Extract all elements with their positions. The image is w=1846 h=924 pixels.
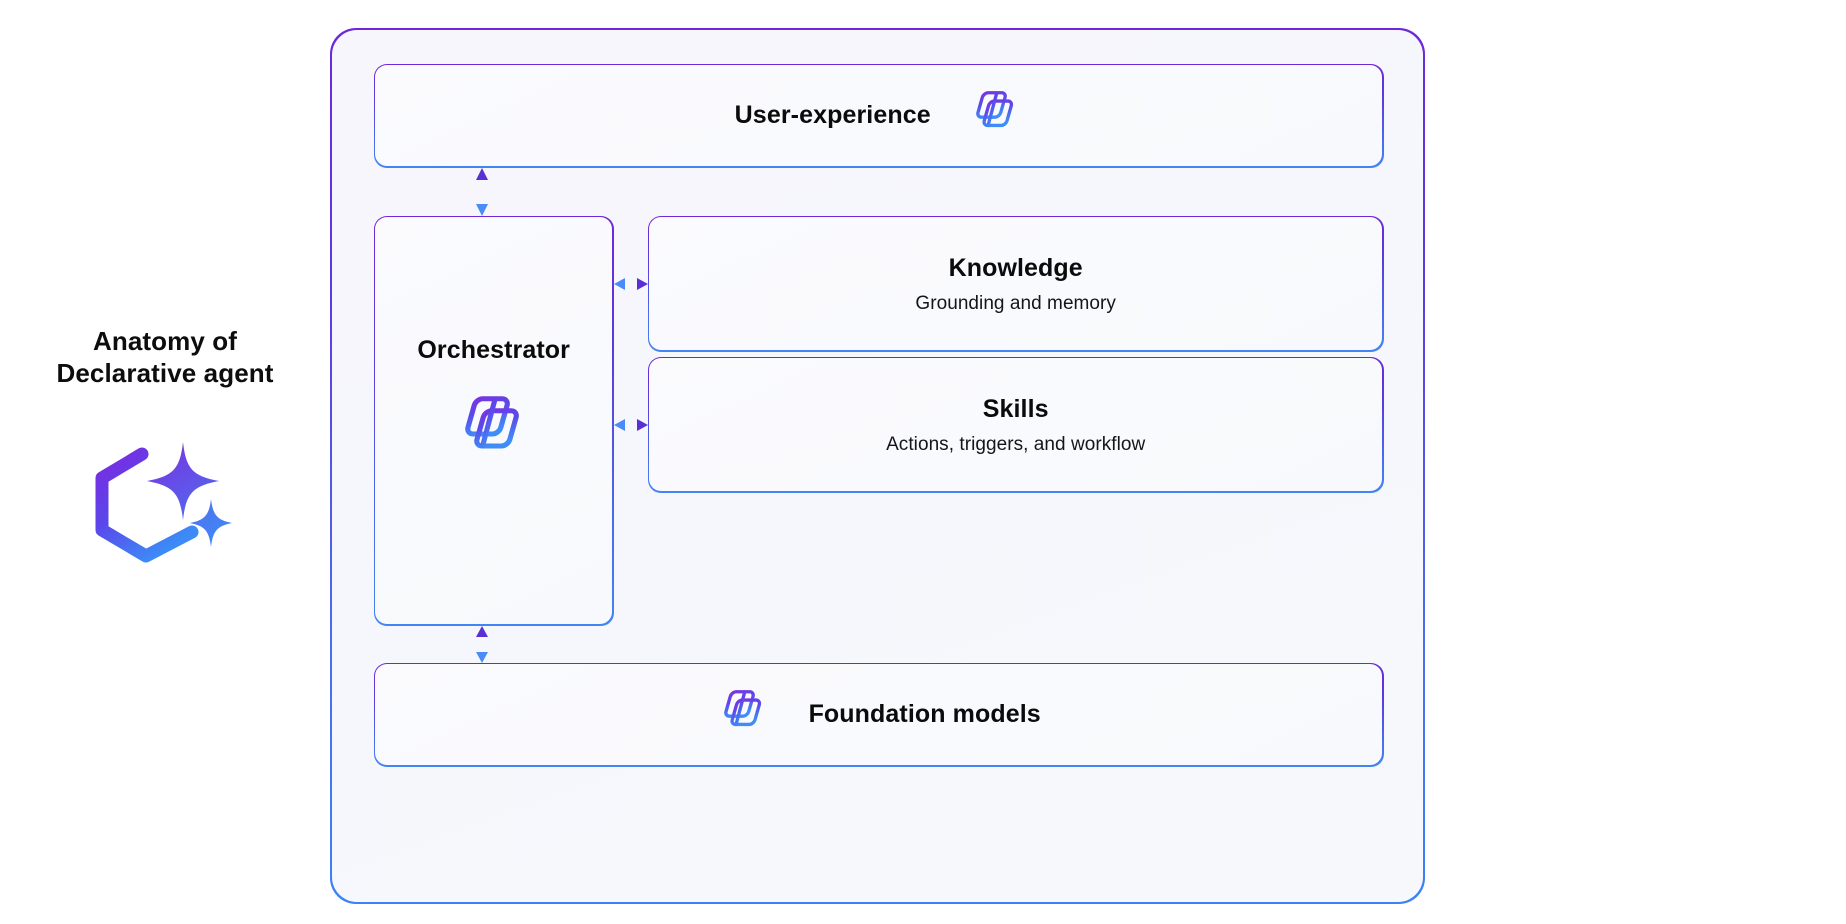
caption-panel: Anatomy of Declarative agent [0, 0, 330, 924]
card-orchestrator[interactable]: Orchestrator [373, 215, 614, 626]
card-knowledge[interactable]: Knowledge Grounding and memory [647, 215, 1384, 352]
card-knowledge-subtitle: Grounding and memory [915, 292, 1116, 314]
copilot-icon [717, 685, 771, 744]
card-user-experience-title: User-experience [734, 101, 931, 130]
page-title: Anatomy of Declarative agent [0, 326, 330, 389]
card-skills-title: Skills [982, 394, 1049, 423]
connector-orchestrator-to-knowledge [613, 273, 648, 295]
agent-hexagon-sparkle-icon [80, 440, 240, 580]
connector-orchestrator-to-foundation-models [471, 625, 493, 663]
connector-orchestrator-to-skills [613, 414, 648, 436]
diagram-outer-container: User-experience Orchestrator [330, 28, 1425, 904]
page-title-line-2: Declarative agent [56, 357, 274, 388]
copilot-icon [969, 86, 1023, 145]
card-skills-subtitle: Actions, triggers, and workflow [886, 433, 1146, 455]
card-knowledge-title: Knowledge [948, 253, 1083, 282]
card-foundation-models-title: Foundation models [808, 700, 1041, 729]
copilot-icon [455, 389, 533, 472]
card-skills[interactable]: Skills Actions, triggers, and workflow [647, 356, 1384, 493]
page-title-line-1: Anatomy of [93, 326, 237, 356]
connector-user-experience-to-orchestrator [471, 167, 493, 216]
card-user-experience[interactable]: User-experience [373, 63, 1384, 168]
card-foundation-models[interactable]: Foundation models [373, 662, 1384, 767]
card-orchestrator-title: Orchestrator [417, 336, 570, 365]
